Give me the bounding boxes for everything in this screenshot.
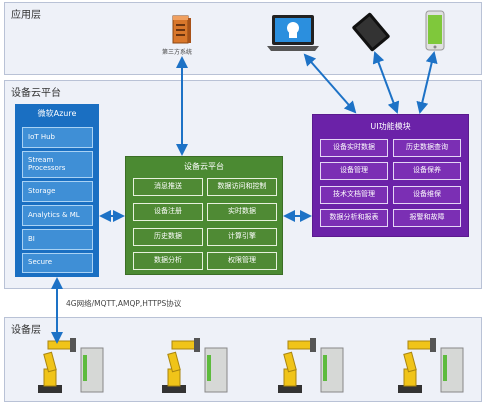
azure-item-analytics: Analytics & ML: [22, 205, 93, 226]
ui-item-realtime: 设备实时数据: [320, 139, 388, 157]
robot-device-group-2: [160, 333, 230, 395]
cloud-item-history-data: 历史数据: [133, 228, 203, 246]
laptop-icon: [265, 13, 321, 53]
azure-item-secure: Secure: [22, 253, 93, 273]
ui-item-history-query: 历史数据查询: [393, 139, 461, 157]
robot-device-group-3: [276, 333, 346, 395]
robot-device-group-1: [36, 333, 106, 395]
ui-item-repair: 设备维保: [393, 186, 461, 204]
arrow-laptop-ui: [303, 53, 357, 114]
azure-item-stream-processors: Stream Processors: [22, 151, 93, 178]
robot-device-group-4: [396, 333, 466, 395]
cloud-item-message-push: 消息推送: [133, 178, 203, 196]
ui-module-title: UI功能模块: [370, 122, 411, 131]
ui-item-tech-docs: 技术文档管理: [320, 186, 388, 204]
ui-item-device-mgmt: 设备管理: [320, 162, 388, 180]
cloud-item-data-access: 数据访问和控制: [207, 178, 277, 196]
server-icon: [170, 14, 192, 46]
cloud-item-permission: 权限管理: [207, 252, 277, 270]
device-layer-title: 设备层: [11, 325, 41, 336]
ui-item-alarm-fault: 报警和故障: [393, 209, 461, 227]
ui-item-maintenance: 设备保养: [393, 162, 461, 180]
arrow-phone-ui: [416, 51, 438, 114]
cloud-item-realtime-data: 实时数据: [207, 203, 277, 221]
azure-title: 微软Azure: [37, 109, 77, 118]
ui-item-analysis-report: 数据分析和报表: [320, 209, 388, 227]
protocol-label: 4G网络/MQTT,AMQP,HTTPS协议: [66, 299, 182, 308]
app-layer-title: 应用层: [11, 10, 41, 21]
cloud-platform-title: 设备云平台: [184, 162, 224, 171]
cloud-item-compute-engine: 计算引擎: [207, 228, 277, 246]
cloud-layer-title: 设备云平台: [11, 88, 61, 99]
phone-icon: [424, 10, 446, 52]
cloud-item-data-analysis: 数据分析: [133, 252, 203, 270]
app-layer: 应用层: [4, 2, 482, 75]
tablet-icon: [352, 12, 390, 52]
azure-item-storage: Storage: [22, 181, 93, 202]
azure-item-bi: BI: [22, 229, 93, 250]
arrow-tablet-ui: [372, 51, 400, 114]
cloud-item-device-register: 设备注册: [133, 203, 203, 221]
azure-item-iot-hub: IoT Hub: [22, 127, 93, 148]
third-party-label: 第三方系统: [162, 49, 193, 56]
